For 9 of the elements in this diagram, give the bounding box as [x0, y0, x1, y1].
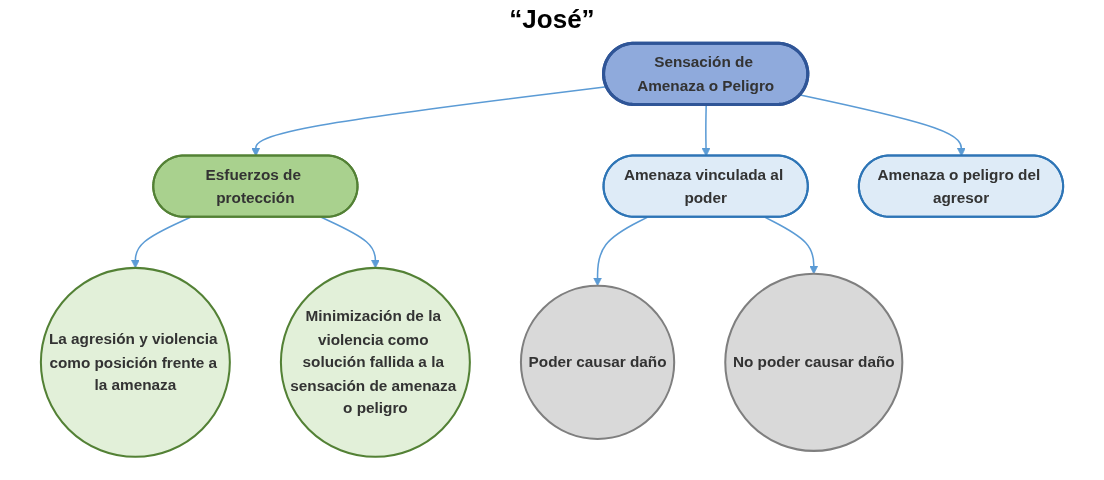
- node-circle: La agresión y violencia como posición frente a la amenaza: [39, 266, 231, 458]
- arrow: [764, 216, 819, 275]
- node-circle: No poder causar daño: [724, 272, 904, 452]
- node-circle: Poder causar daño: [519, 284, 676, 440]
- arrow: [320, 216, 380, 269]
- arrow: [593, 216, 648, 287]
- diagram-title: “José”: [508, 4, 596, 35]
- node-circle: Minimización de la violencia como solución fallida a la sensación de amenaza o peligro: [279, 266, 471, 458]
- arrow: [130, 216, 192, 269]
